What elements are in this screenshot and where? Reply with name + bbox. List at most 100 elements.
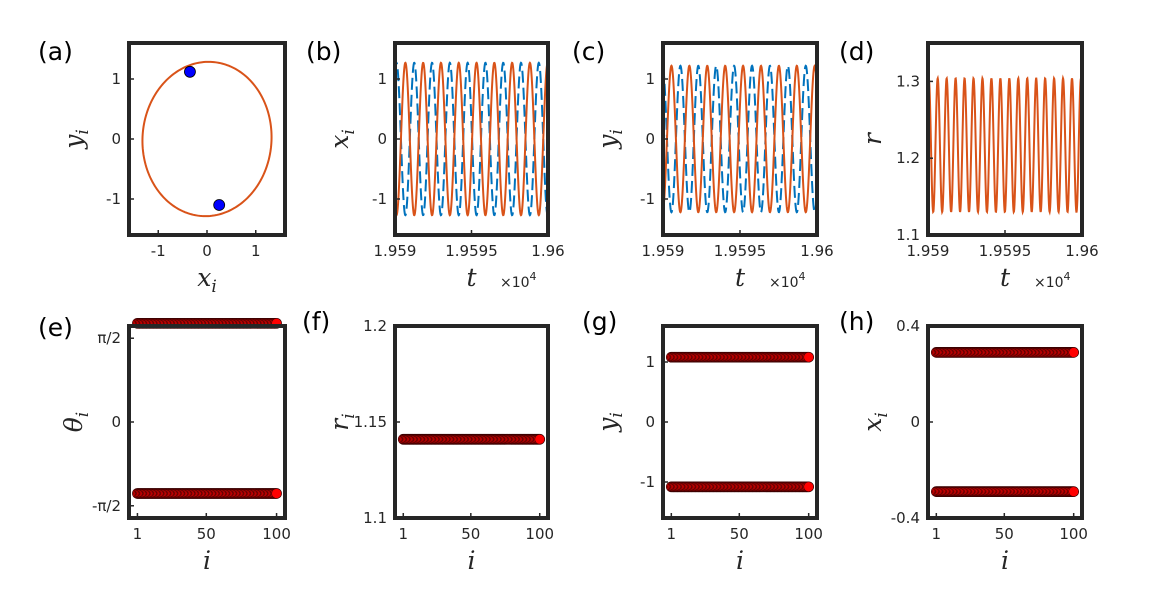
y-tick-label-g: 1 [645,353,655,371]
x-tick-label-e: 1 [133,525,143,543]
axes-frame-c [661,41,819,237]
x-tick-label-e: 100 [262,525,291,543]
x-tick-label-g: 100 [794,525,823,543]
y-axis-label-f: ri [325,413,359,430]
x-tick-label-c: 1.96 [800,242,833,260]
oscillator-point-a-1 [213,199,226,211]
y-tick-label-d: 1.1 [896,226,920,244]
oscillator-point-a-0 [184,65,196,78]
scatter-point-h [1068,347,1080,358]
x-tick-label-b: 1.959 [374,242,417,260]
scatter-point-e [271,488,282,499]
x-tick-label-g: 50 [730,525,749,543]
x-tick-label-f: 1 [398,525,408,543]
x-axis-label-g: i [736,546,744,575]
y-axis-label-g: yi [593,412,627,433]
x-tick-label-a: -1 [151,242,166,260]
scatter-point-f [534,433,546,445]
y-tick-label-d: 1.2 [896,149,920,167]
panel-e: 1 50 100 -π/2 0 π/2 (e) i θi [38,313,291,575]
panel-label-f: (f) [302,307,330,336]
panel-label-a: (a) [38,37,73,66]
series-line-b-0 [395,61,548,217]
scatter-point-g [803,481,815,493]
x-axis-label-h: i [1001,546,1009,575]
x-tick-label-e: 50 [197,525,216,543]
axes-frame-a [127,41,287,237]
y-tick-label-e: 0 [111,413,121,431]
x-axis-label-b: t [466,263,477,292]
plot-area-b [395,61,548,217]
y-tick-label-b: -1 [372,190,387,208]
x-exponent-b: ×104 [500,270,537,291]
x-tick-label-h: 100 [1059,525,1088,543]
x-tick-label-h: 1 [932,525,942,543]
series-orbit-a [141,60,273,218]
y-tick-label-f: 1.15 [354,413,387,431]
y-axis-label-c: yi [593,129,627,150]
x-tick-label-d: 1.9595 [979,242,1032,260]
y-tick-label-h: 0 [910,413,920,431]
y-tick-label-c: 1 [645,70,655,88]
y-axis-label-e: θi [59,412,93,433]
x-axis-label-e: i [203,546,211,575]
y-axis-label-d: r [858,131,887,145]
panel-a: -1 0 1 -1 0 1 (a) xi yi [38,37,287,297]
y-tick-label-a: 0 [111,130,121,148]
axes-frame-f [393,324,550,520]
y-tick-label-c: -1 [640,190,655,208]
x-tick-label-d: 1.959 [907,242,950,260]
x-axis-label-c: t [735,263,746,292]
x-tick-label-h: 50 [995,525,1014,543]
x-tick-label-f: 50 [461,525,480,543]
y-tick-label-c: 0 [645,130,655,148]
y-tick-label-g: -1 [640,473,655,491]
x-tick-label-a: 0 [202,242,212,260]
x-tick-label-a: 1 [251,242,261,260]
y-tick-label-a: -1 [106,190,121,208]
y-tick-label-a: 1 [111,70,121,88]
y-tick-label-f: 1.2 [363,317,387,335]
panel-label-h: (h) [839,307,874,336]
x-tick-label-d: 1.96 [1065,242,1098,260]
series-line-b-1 [395,61,548,217]
panel-b: 1.959 1.9595 1.96 -1 0 1 (b) t xi ×104 [306,37,565,292]
y-tick-label-f: 1.1 [363,509,387,527]
series-line-c-1 [663,64,817,214]
x-exponent-d: ×104 [1034,270,1071,291]
series-line-c-0 [663,64,817,214]
panel-d: 1.959 1.9595 1.96 1.1 1.2 1.3 (d) t r ×104 [839,37,1099,292]
y-axis-label-a: yi [59,129,93,150]
plot-area-d [928,74,1082,216]
y-tick-label-e: -π/2 [92,497,121,515]
series-line-d-0 [928,74,1082,216]
x-tick-label-b: 1.96 [531,242,564,260]
x-axis-label-a: xi [197,263,217,297]
x-exponent-c: ×104 [769,270,806,291]
x-tick-label-c: 1.959 [642,242,685,260]
x-tick-label-g: 1 [667,525,677,543]
y-tick-label-b: 0 [377,130,387,148]
y-tick-label-h: -0.4 [891,509,920,527]
plot-area-c [663,64,817,214]
x-tick-label-c: 1.9595 [714,242,767,260]
panel-label-d: (d) [839,37,874,66]
plot-area-a [141,60,273,218]
panel-label-g: (g) [582,307,617,336]
y-axis-label-b: xi [325,129,359,149]
scatter-point-g [803,351,815,363]
panel-label-b: (b) [306,37,341,66]
y-tick-label-h: 0.4 [896,317,920,335]
x-tick-label-b: 1.9595 [445,242,498,260]
y-tick-label-d: 1.3 [896,72,920,90]
x-tick-label-f: 100 [525,525,554,543]
x-axis-label-d: t [1000,263,1011,292]
panel-label-e: (e) [38,313,73,342]
y-tick-label-b: 1 [377,70,387,88]
y-tick-label-e: π/2 [97,329,121,347]
